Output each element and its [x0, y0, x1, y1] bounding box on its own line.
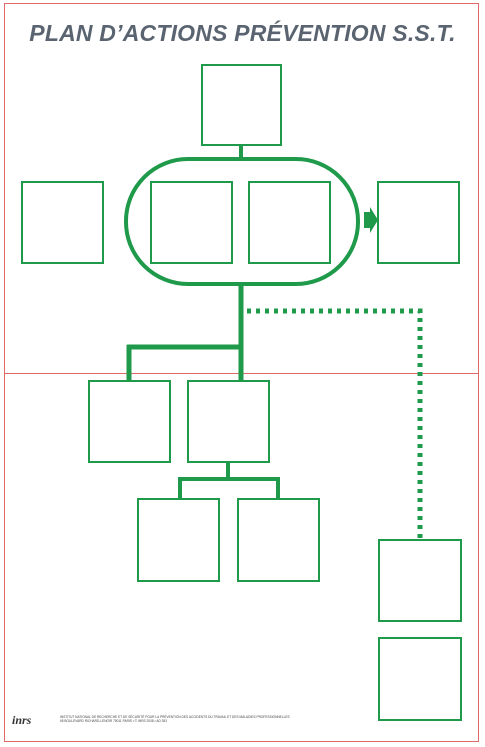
box-side-lower[interactable]: [378, 637, 462, 721]
box-side-upper[interactable]: [378, 539, 462, 622]
dotted-connector: [247, 308, 423, 538]
box-level3-left[interactable]: [137, 498, 220, 582]
legal-text: INSTITUT NATIONAL DE RECHERCHE ET DE SÉC…: [60, 715, 360, 723]
footer: inrs INSTITUT NATIONAL DE RECHERCHE ET D…: [12, 711, 472, 739]
arrow-right: [364, 207, 378, 233]
legal-line-1: INSTITUT NATIONAL DE RECHERCHE ET DE SÉC…: [60, 715, 290, 719]
legal-line-2: 65 BOULEVARD RICHARD-LENOIR 75011 PARIS …: [60, 719, 167, 724]
box-top[interactable]: [201, 64, 282, 146]
box-level2-left[interactable]: [88, 380, 171, 463]
page-title: PLAN D’ACTIONS PRÉVENTION S.S.T.: [29, 20, 456, 46]
box-level2-right[interactable]: [187, 380, 270, 463]
box-oval-left[interactable]: [150, 181, 233, 264]
inrs-logo: inrs: [12, 713, 32, 727]
box-level3-right[interactable]: [237, 498, 320, 582]
box-oval-right[interactable]: [248, 181, 331, 264]
box-right[interactable]: [377, 181, 460, 264]
poster-frame: [4, 3, 479, 742]
box-left[interactable]: [21, 181, 104, 264]
